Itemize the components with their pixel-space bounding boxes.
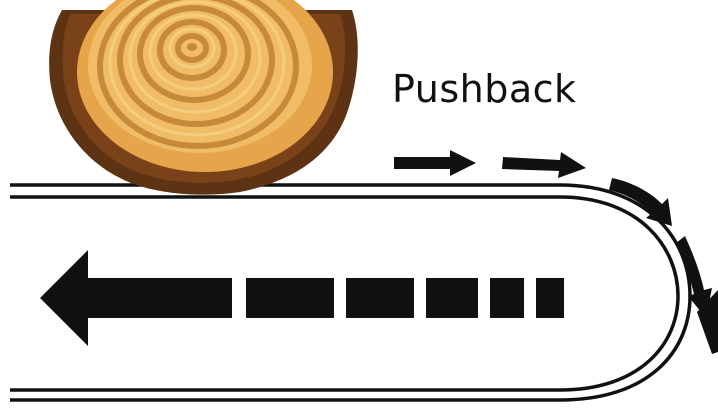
- left-arrow-dashed: [40, 250, 564, 346]
- pushback-label: Pushback: [392, 67, 577, 111]
- left-arrow-dash-5: [536, 278, 564, 318]
- pushback-dash-1: [394, 150, 476, 176]
- log-ring-center: [187, 43, 197, 51]
- left-arrow-dash-4: [490, 278, 524, 318]
- pushback-arrowhead: [697, 290, 718, 354]
- log-cross-section-icon: [49, 0, 358, 195]
- left-arrow-head: [40, 250, 232, 346]
- left-arrow-dash-2: [346, 278, 414, 318]
- chainsaw-bar-inner-edge: [10, 195, 680, 392]
- curved-dashed-arrow: [394, 150, 718, 354]
- left-arrow-dash-3: [426, 278, 478, 318]
- pushback-dash-3: [609, 178, 672, 226]
- pushback-dash-2: [502, 152, 586, 178]
- pushback-dash-4: [676, 236, 712, 318]
- left-arrow-dash-1: [246, 278, 334, 318]
- log-rings-light: [108, 0, 286, 137]
- log-rings: [97, 0, 299, 149]
